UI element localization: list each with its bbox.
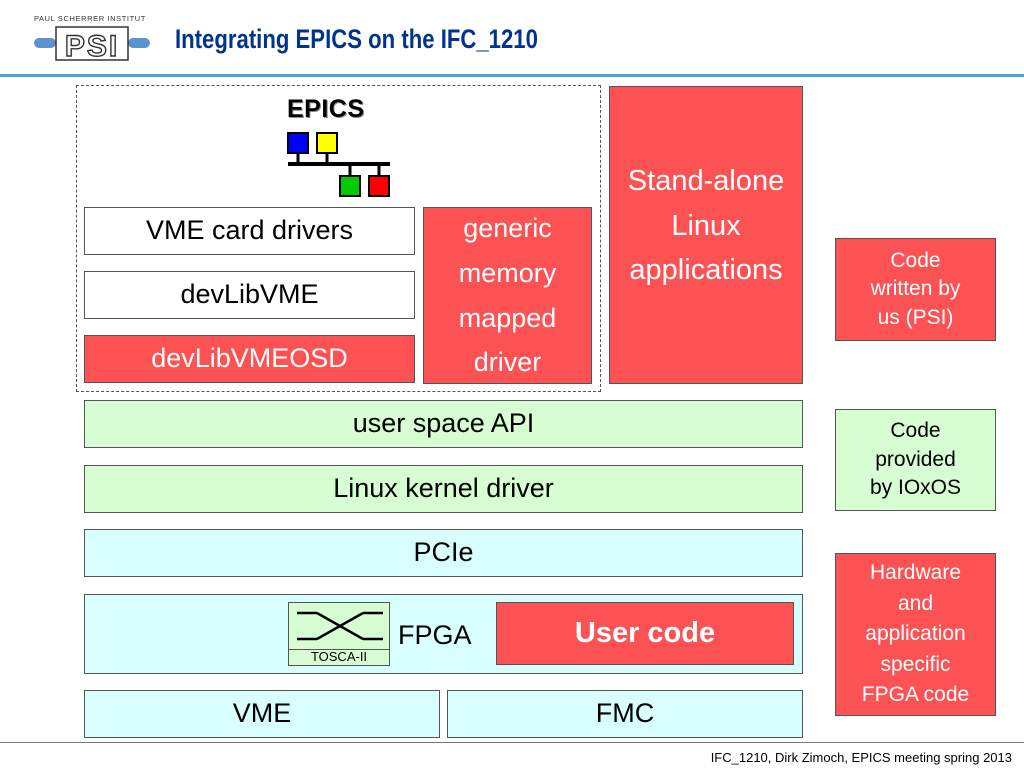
legend-hardware-line-5: FPGA code (861, 683, 970, 707)
generic-driver-line-2: memory (458, 257, 557, 288)
vme-box: VME (84, 690, 440, 738)
devlibvmeosd-box: devLibVMEOSD (84, 335, 415, 383)
epics-network-icon (287, 132, 390, 197)
header-divider (0, 74, 1024, 77)
standalone-apps-box: Stand-alone Linux applications (609, 86, 803, 384)
psi-logo: PAUL SCHERRER INSTITUT PSI (34, 14, 150, 64)
legend-hardware-line-4: specific (880, 652, 951, 676)
vme-card-drivers-box: VME card drivers (84, 207, 415, 255)
standalone-line-2: Linux (671, 209, 741, 242)
legend-psi-line-2: written by (870, 277, 961, 301)
vme-card-drivers-label: VME card drivers (145, 215, 354, 246)
legend-hardware-line-1: Hardware (869, 561, 962, 585)
page-title: Integrating EPICS on the IFC_1210 (175, 24, 538, 54)
epics-yellow-square (316, 132, 338, 154)
generic-driver-line-3: mapped (458, 302, 557, 333)
pcie-box: PCIe (84, 529, 803, 577)
legend-hardware-line-3: application (865, 622, 966, 646)
generic-driver-box: generic memory mapped driver (423, 207, 592, 384)
epics-logo: EPICS (282, 95, 402, 205)
user-space-api-box: user space API (84, 400, 803, 448)
user-code-box: User code (496, 602, 794, 665)
user-code-label: User code (574, 617, 716, 649)
legend-psi-line-1: Code (890, 248, 941, 272)
footer-text: IFC_1210, Dirk Zimoch, EPICS meeting spr… (710, 750, 1012, 765)
logo-caption: PAUL SCHERRER INSTITUT (34, 14, 146, 23)
devlibvme-box: devLibVME (84, 271, 415, 319)
epics-red-square (368, 175, 390, 197)
legend-ioxos-line-1: Code (890, 419, 941, 443)
generic-driver-line-4: driver (473, 347, 542, 378)
tosca-label: TOSCA-II (289, 649, 389, 664)
tosca-ii-block: TOSCA-II (288, 602, 390, 666)
legend-ioxos: Code provided by IOxOS (835, 409, 996, 511)
tosca-crossbar-icon (297, 611, 383, 641)
user-space-api-label: user space API (352, 408, 535, 439)
legend-psi-line-3: us (PSI) (877, 305, 954, 329)
vme-label: VME (232, 698, 292, 729)
linux-kernel-driver-box: Linux kernel driver (84, 465, 803, 513)
legend-psi: Code written by us (PSI) (835, 238, 996, 341)
legend-ioxos-line-3: by IOxOS (869, 476, 962, 500)
fpga-label: FPGA (398, 620, 472, 650)
fmc-box: FMC (447, 690, 803, 738)
standalone-line-1: Stand-alone (627, 164, 785, 197)
epics-green-square (339, 175, 361, 197)
standalone-line-3: applications (629, 254, 783, 287)
epics-logo-text: EPICS (287, 95, 365, 123)
pcie-label: PCIe (413, 537, 474, 568)
footer-divider (0, 742, 1024, 743)
psi-logo-mark-icon: PSI (34, 26, 150, 64)
devlibvmeosd-label: devLibVMEOSD (151, 343, 348, 374)
logo-mark-text: PSI (65, 30, 119, 63)
linux-kernel-driver-label: Linux kernel driver (333, 473, 554, 504)
epics-blue-square (287, 132, 309, 154)
devlibvme-label: devLibVME (180, 279, 319, 310)
legend-ioxos-line-2: provided (875, 447, 956, 471)
legend-hardware: Hardware and application specific FPGA c… (835, 553, 996, 716)
generic-driver-line-1: generic (463, 213, 552, 244)
legend-hardware-line-2: and (897, 591, 934, 615)
epics-region (76, 85, 601, 392)
fmc-label: FMC (595, 698, 655, 729)
